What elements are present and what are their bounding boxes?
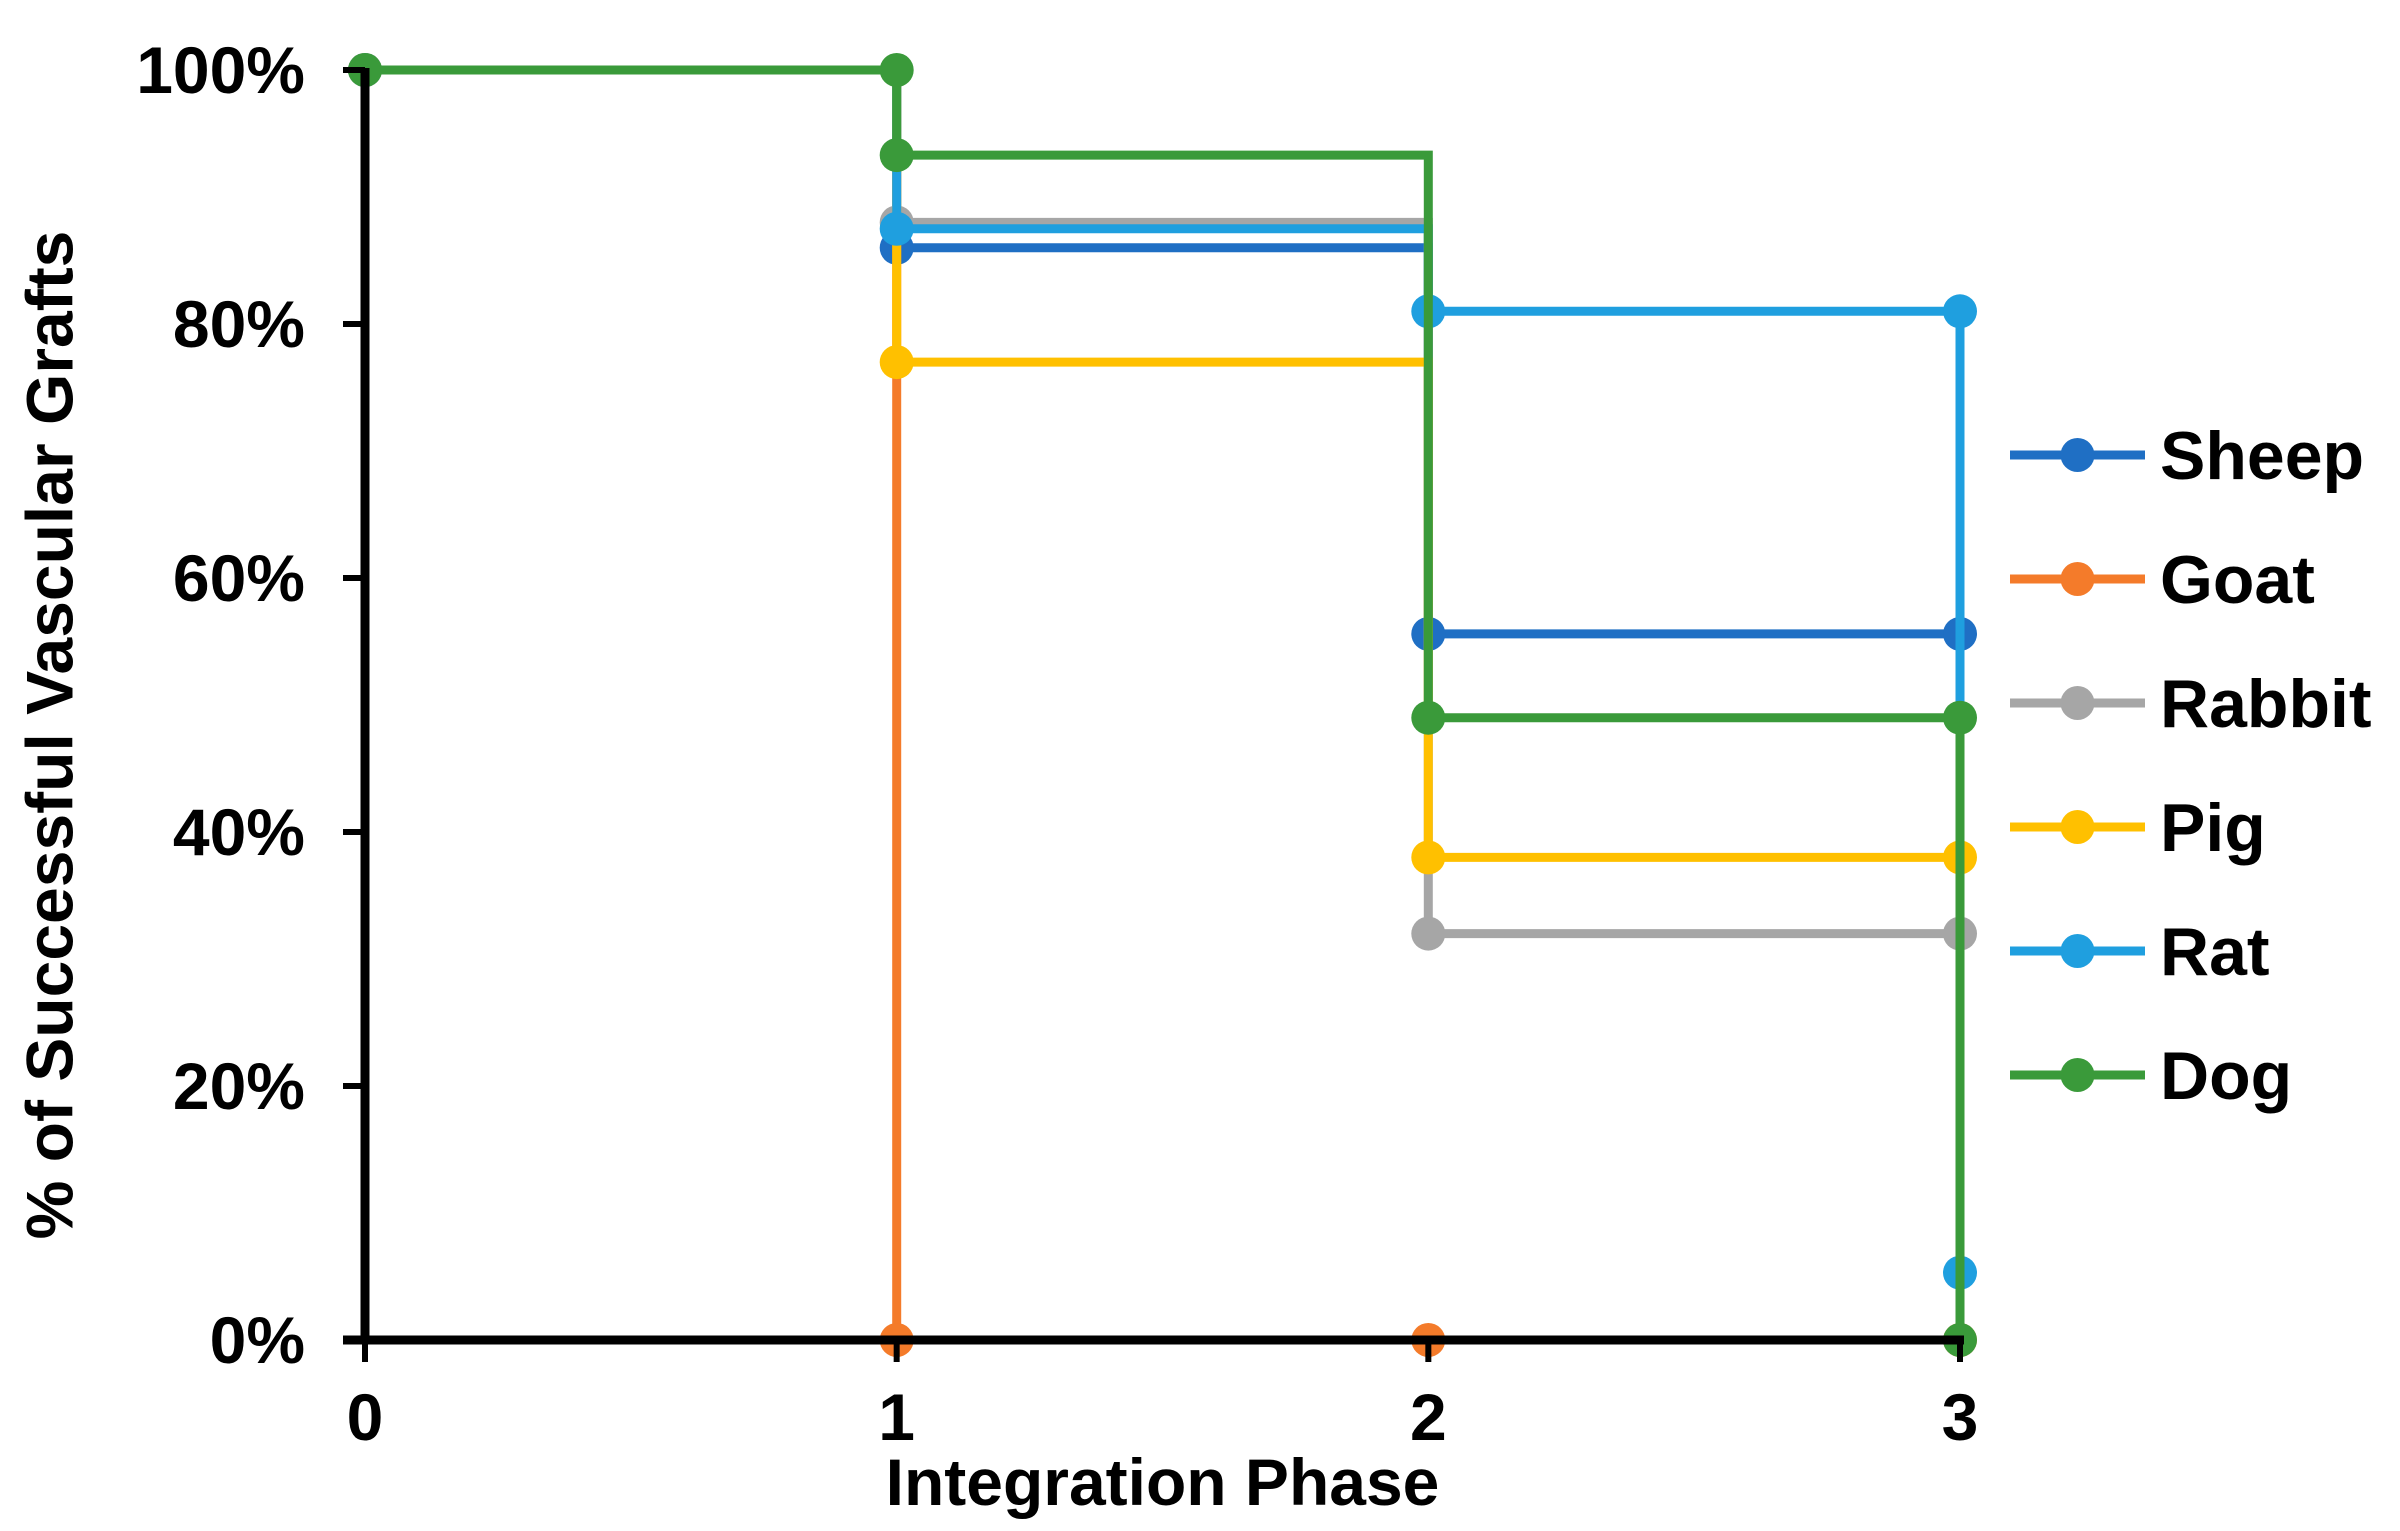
series-rat	[348, 53, 1977, 1290]
series-rabbit	[348, 53, 1977, 951]
legend-label: Rat	[2160, 914, 2270, 990]
legend-label: Goat	[2160, 542, 2315, 618]
legend-item-goat: Goat	[2010, 542, 2315, 618]
legend-swatch-marker	[2060, 562, 2095, 596]
data-point-pig	[879, 345, 914, 380]
x-tick-label: 2	[1410, 1380, 1447, 1454]
data-point-rabbit	[1411, 916, 1446, 951]
axis-layer	[343, 68, 1964, 1345]
tick-layer: 0% 20% 40% 60% 80% 100% 0 1 2 3	[136, 33, 1978, 1454]
series-line-pig	[365, 65, 1960, 862]
y-tick-label: 0%	[210, 1303, 305, 1377]
legend-label: Dog	[2160, 1038, 2292, 1114]
y-axis-title: % of Successful Vascular Grafts	[12, 231, 86, 1240]
data-point-pig	[1411, 840, 1446, 875]
data-point-dog	[879, 53, 914, 87]
legend-item-rabbit: Rabbit	[2010, 666, 2372, 742]
x-tick-label: 1	[878, 1380, 915, 1454]
y-tick-label: 40%	[173, 795, 305, 869]
data-point-dog	[1943, 700, 1977, 735]
legend-label: Sheep	[2160, 418, 2364, 494]
legend-swatch-marker	[2060, 686, 2095, 720]
data-point-rat	[1943, 294, 1977, 329]
y-tick-label: 80%	[173, 287, 305, 361]
data-point-dog	[1411, 700, 1446, 735]
series-pig	[348, 53, 1977, 875]
y-tick-label: 60%	[173, 541, 305, 615]
y-tick-label: 100%	[136, 33, 305, 107]
series-layer	[348, 53, 1977, 1357]
y-tick-label: 20%	[173, 1049, 305, 1123]
legend-label: Rabbit	[2160, 666, 2372, 742]
legend-swatch-marker	[2060, 810, 2095, 844]
data-point-dog	[879, 138, 914, 173]
series-line-dog	[365, 65, 1965, 1340]
legend-swatch-marker	[2060, 438, 2095, 472]
legend-item-rat: Rat	[2010, 914, 2270, 990]
series-line-rabbit	[365, 65, 1960, 939]
legend-label: Pig	[2160, 790, 2266, 866]
series-line-goat	[365, 65, 1960, 1345]
x-axis-title: Integration Phase	[886, 1445, 1440, 1519]
legend-item-pig: Pig	[2010, 790, 2266, 866]
x-tick-label: 0	[347, 1380, 384, 1454]
x-tick-label: 3	[1942, 1380, 1979, 1454]
legend-swatch-marker	[2060, 1058, 2095, 1092]
data-point-rat	[879, 211, 914, 246]
legend-swatch-marker	[2060, 934, 2095, 968]
legend-item-dog: Dog	[2010, 1038, 2292, 1114]
legend-item-sheep: Sheep	[2010, 418, 2364, 494]
series-sheep	[348, 53, 1977, 651]
